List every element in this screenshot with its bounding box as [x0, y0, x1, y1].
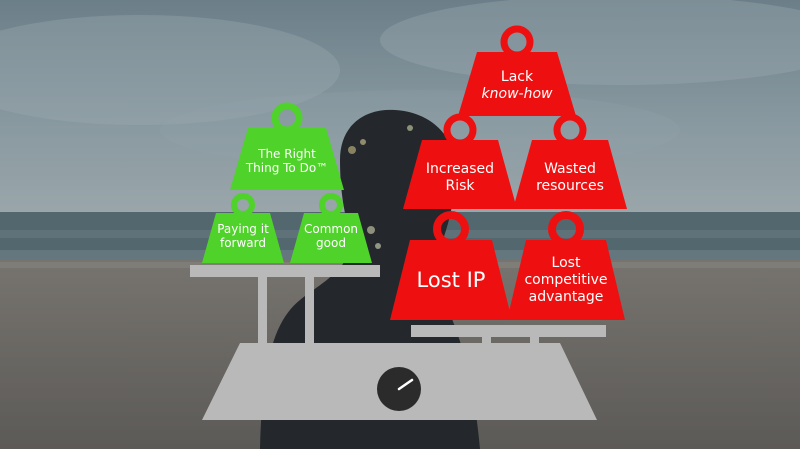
label-increased-risk: Increased Risk [406, 161, 514, 195]
label-lost-advantage-line3: advantage [528, 288, 604, 305]
weight-wasted-resources [513, 113, 627, 209]
label-increased-risk-line1: Increased [425, 161, 495, 177]
weight-paying-forward [202, 193, 284, 263]
right-pan [411, 325, 606, 337]
scale [190, 265, 606, 420]
label-paying-forward: Paying it forward [204, 222, 282, 251]
label-lack-knowhow: Lack know-how [462, 69, 572, 103]
label-increased-risk-line2: Risk [445, 177, 475, 194]
label-lack-knowhow-line1: Lack [500, 69, 534, 85]
right-post-2 [530, 337, 539, 345]
dial-needle [397, 378, 414, 391]
label-right-thing-line2: Thing To Do™ [245, 161, 329, 176]
label-lost-ip-line1: Lost IP [416, 268, 486, 292]
weight-lost-ip [390, 211, 512, 320]
weight-increased-risk [403, 113, 517, 209]
label-lack-knowhow-line2: know-how [481, 85, 553, 102]
label-lost-advantage: Lost competitive advantage [510, 255, 622, 305]
left-post-2 [305, 277, 314, 343]
label-right-thing: The Right Thing To Do™ [236, 147, 338, 176]
label-lost-advantage-line1: Lost [551, 255, 581, 271]
weight-lost-advantage [507, 211, 625, 320]
label-common-good-line1: Common [303, 222, 359, 236]
weight-right-thing [230, 102, 344, 190]
label-lost-advantage-line2: competitive [524, 271, 608, 288]
weight-lack-knowhow [458, 25, 576, 116]
label-wasted-resources-line2: resources [536, 177, 604, 194]
label-wasted-resources: Wasted resources [516, 161, 624, 195]
left-post-1 [258, 277, 267, 343]
label-paying-forward-line1: Paying it [217, 222, 269, 236]
label-common-good-line2: good [316, 236, 346, 251]
label-lost-ip: Lost IP [395, 268, 507, 293]
right-post-1 [482, 337, 491, 345]
weight-common-good [290, 193, 372, 263]
left-pan [190, 265, 380, 277]
label-common-good: Common good [292, 222, 370, 251]
label-right-thing-line1: The Right [258, 147, 316, 161]
label-paying-forward-line2: forward [219, 236, 266, 251]
label-wasted-resources-line1: Wasted [544, 161, 596, 177]
